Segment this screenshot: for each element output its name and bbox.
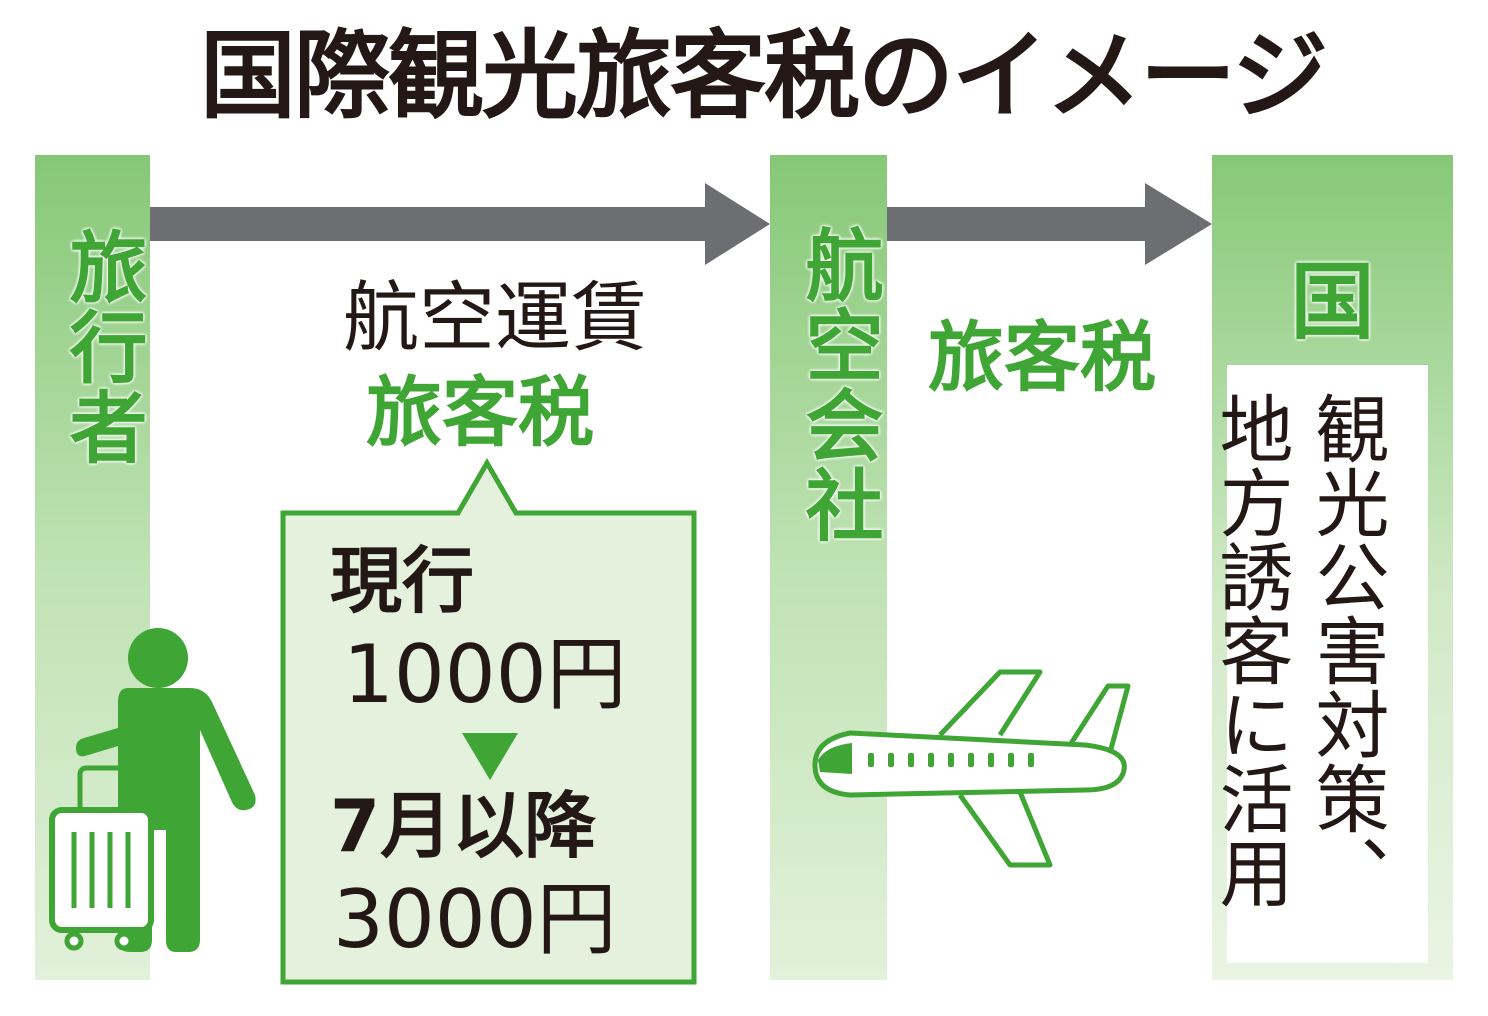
usage-text: 観光公害対策、 地方誘客に活用	[1207, 391, 1389, 909]
usage-box: 観光公害対策、 地方誘客に活用	[1207, 365, 1428, 963]
after-july-label: 7月以降	[330, 784, 597, 868]
airline-tax-label: 旅客税	[928, 313, 1156, 402]
airplane-cockpit	[818, 743, 852, 774]
country-column: 国 観光公害対策、 地方誘客に活用	[1207, 155, 1453, 980]
traveler-label: 旅行者	[56, 227, 147, 467]
country-label: 国	[1290, 253, 1375, 351]
tax-bubble	[280, 458, 697, 985]
arrow-traveler-to-airline	[150, 183, 770, 265]
airline-label: 航空会社	[792, 225, 883, 545]
airline-column: 航空会社	[770, 155, 887, 980]
after-july-amount: 3000円	[333, 873, 617, 966]
arrow-airline-to-country	[887, 183, 1212, 265]
diagram-title: 国際観光旅客税のイメージ	[200, 20, 1328, 132]
traveler-tax-label: 旅客税	[366, 368, 594, 457]
current-amount: 1000円	[343, 628, 627, 721]
airfare-label: 航空運賃	[343, 273, 647, 362]
down-triangle-icon	[462, 733, 518, 780]
suitcase	[49, 765, 154, 951]
airplane-windows	[868, 753, 1034, 767]
current-label: 現行	[330, 539, 475, 623]
airplane-icon	[812, 669, 1131, 868]
